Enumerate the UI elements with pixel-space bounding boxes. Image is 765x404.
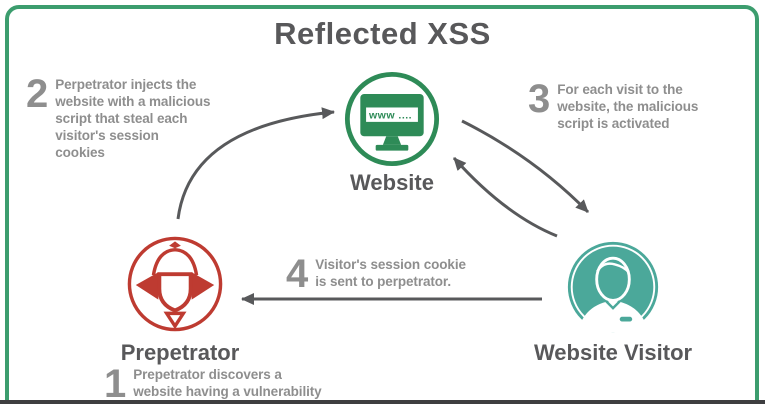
browser-address-text: www ....	[368, 110, 412, 122]
arrow-website-to-visitor	[461, 119, 590, 214]
step-2-text: Perpetrator injects the website with a m…	[55, 77, 211, 160]
node-website: www ....	[344, 71, 440, 167]
perpetrator-label: Prepetrator	[120, 340, 240, 365]
visitor-label: Website Visitor	[533, 340, 693, 365]
step-4-number: 4	[286, 252, 309, 296]
step-2: 2 Perpetrator injects the website with a…	[26, 72, 211, 161]
step-1-number: 1	[104, 362, 127, 404]
bottom-edge-bar	[0, 400, 765, 404]
step-3: 3 For each visit to the website, the mal…	[528, 77, 699, 132]
step-2-number: 2	[26, 72, 49, 116]
person-icon	[567, 241, 659, 333]
spy-icon	[127, 236, 223, 332]
website-label: Website	[350, 170, 434, 195]
step-3-text: For each visit to the website, the malic…	[557, 82, 699, 131]
step-1-text: Prepetrator discovers a website having a…	[133, 367, 322, 399]
step-1: 1 Prepetrator discovers a website having…	[104, 362, 322, 404]
node-perpetrator	[126, 235, 224, 333]
node-visitor	[565, 239, 661, 335]
step-3-number: 3	[528, 77, 551, 121]
diagram-title: Reflected XSS	[274, 16, 491, 51]
arrow-visitor-to-website	[452, 156, 558, 238]
website-monitor-icon: www ....	[344, 71, 440, 167]
step-4-text: Visitor's session cookie is sent to perp…	[315, 257, 466, 289]
step-4: 4 Visitor's session cookie is sent to pe…	[286, 252, 466, 296]
